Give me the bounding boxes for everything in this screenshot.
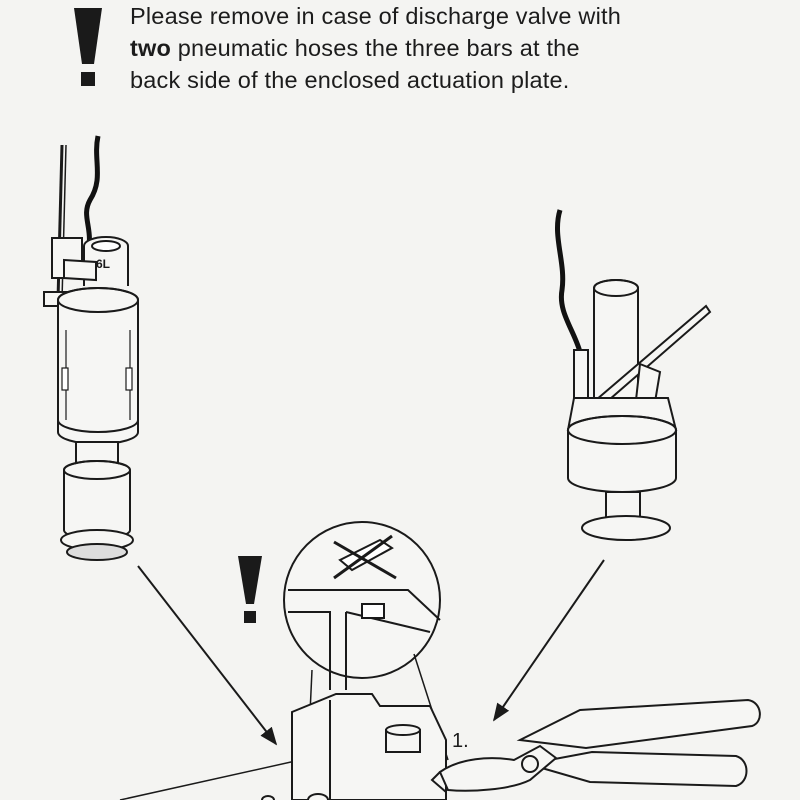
pneumatic-hose-black xyxy=(555,209,583,353)
notice-emphasis: two xyxy=(130,35,172,61)
valve-right xyxy=(555,209,712,541)
arrow-right-valve xyxy=(492,559,605,722)
arrow-left-valve xyxy=(137,565,278,746)
notice-line-1: Please remove in case of discharge valve… xyxy=(130,3,621,29)
valve-left: 6L xyxy=(43,135,139,561)
valve-size-label: 6L xyxy=(96,257,110,271)
cross-out-icon xyxy=(333,534,397,580)
notice-line-2-rest: pneumatic hoses the three bars at the xyxy=(171,35,580,61)
actuation-plate-enclosure xyxy=(119,693,447,800)
detail-magnifier xyxy=(283,521,449,800)
notice-line-2: two pneumatic hoses the three bars at th… xyxy=(130,32,790,64)
exclamation-icon xyxy=(74,8,102,86)
step-number: 1. xyxy=(452,730,469,752)
pliers-icon xyxy=(430,698,761,793)
pneumatic-hose-black xyxy=(83,135,101,259)
notice-text: Please remove in case of discharge valve… xyxy=(130,0,790,96)
notice-line-3: back side of the enclosed actuation plat… xyxy=(130,67,570,93)
exclamation-icon xyxy=(238,556,262,623)
